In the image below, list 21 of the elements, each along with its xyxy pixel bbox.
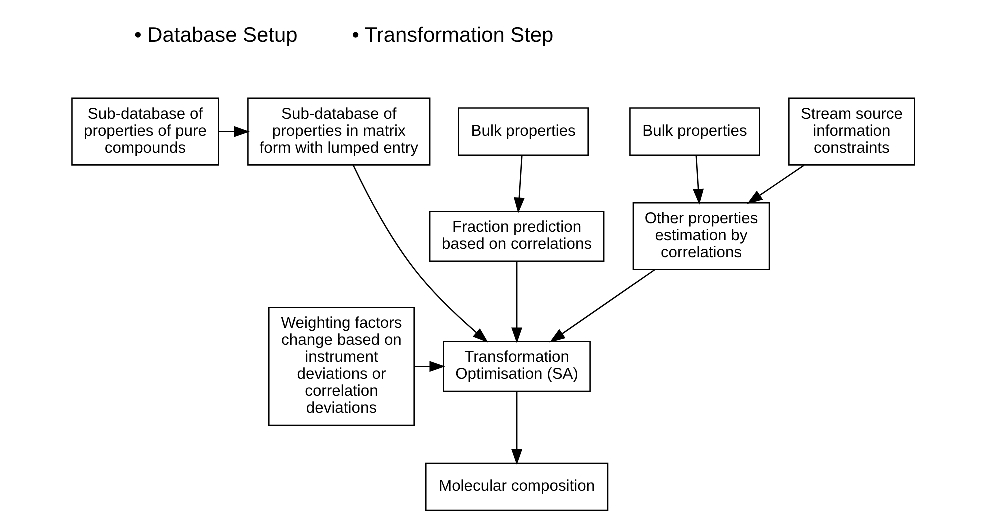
node-box: Sub-database of properties of pure compounds	[71, 98, 219, 166]
arrow	[511, 392, 522, 466]
arrow	[414, 361, 445, 372]
arrow	[352, 164, 488, 343]
arrow	[513, 156, 524, 214]
node-box: Sub-database of properties in matrix form with lumped entry	[247, 98, 430, 166]
node-box: Bulk properties	[629, 108, 760, 156]
label: • Transformation Step	[352, 24, 554, 47]
node-box: Fraction prediction based on correlations	[428, 210, 604, 262]
node-box: Transformation Optimisation (SA)	[442, 341, 590, 392]
arrow	[549, 269, 655, 343]
node-box: Stream source information constraints	[788, 98, 915, 166]
label: • Database Setup	[134, 24, 298, 47]
arrow	[692, 156, 704, 205]
node-box: Weighting factors change based on instrument deviations or correlation deviations	[268, 307, 414, 426]
node-box: Molecular composition	[424, 462, 608, 512]
node-box: Other properties estimation by correlations	[632, 202, 770, 270]
arrow	[218, 126, 250, 138]
arrow	[746, 164, 804, 204]
node-box: Bulk properties	[458, 108, 588, 156]
arrow	[511, 262, 522, 344]
